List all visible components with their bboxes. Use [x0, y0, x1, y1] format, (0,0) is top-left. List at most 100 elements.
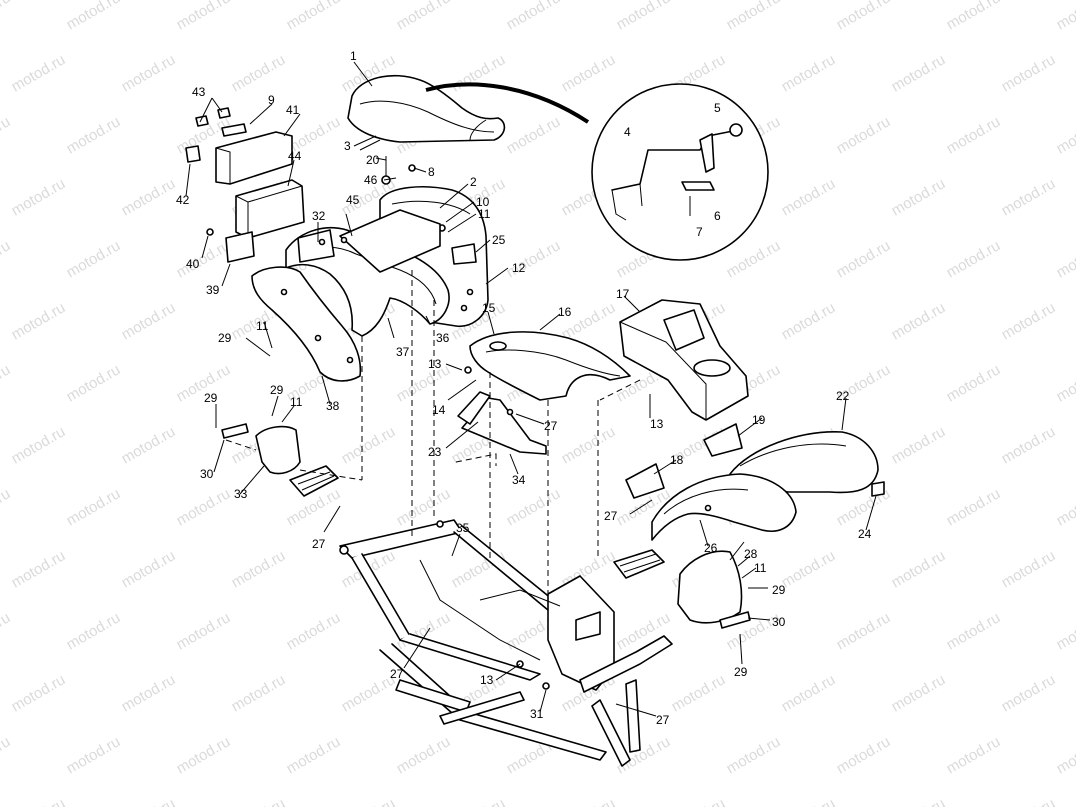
watermark-text: motod.ru: [889, 51, 949, 95]
callout-43: 43: [192, 85, 206, 99]
callout-35: 35: [456, 521, 470, 535]
watermark-text: motod.ru: [669, 671, 729, 715]
callout-labels: 1 2 3 4 5 6 7 8 9 10 11 11 11 11 12 13 1…: [176, 49, 872, 727]
watermark-text: motod.ru: [779, 795, 839, 807]
callout-14: 14: [432, 403, 446, 417]
watermark-text: motod.ru: [0, 237, 13, 281]
watermark-text: motod.ru: [779, 671, 839, 715]
watermark-text: motod.ru: [724, 0, 784, 33]
watermark-text: motod.ru: [1054, 113, 1076, 157]
watermark-text: motod.ru: [559, 51, 619, 95]
callout-17: 17: [616, 287, 630, 301]
callout-30b: 30: [772, 615, 786, 629]
watermark-text: motod.ru: [889, 175, 949, 219]
watermark-text: motod.ru: [724, 237, 784, 281]
callout-26: 26: [704, 541, 718, 555]
watermark-text: motod.ru: [779, 51, 839, 95]
watermark-text: motod.ru: [0, 113, 13, 157]
callout-11c: 11: [290, 395, 303, 409]
callout-12: 12: [512, 261, 526, 275]
watermark-text: motod.ru: [0, 733, 13, 777]
watermark-text: motod.ru: [284, 0, 344, 33]
watermark-text: motod.ru: [0, 361, 13, 405]
callout-19: 19: [752, 413, 766, 427]
callout-8: 8: [428, 165, 435, 179]
callout-18: 18: [670, 453, 684, 467]
callout-13b: 13: [650, 417, 664, 431]
right-fender: [625, 463, 797, 541]
watermark-text: motod.ru: [834, 609, 894, 653]
callout-42: 42: [176, 193, 190, 207]
watermark-text: motod.ru: [64, 361, 124, 405]
watermark-text: motod.ru: [999, 299, 1059, 343]
callout-1: 1: [350, 49, 357, 63]
watermark-text: motod.ru: [889, 671, 949, 715]
callout-9: 9: [268, 93, 275, 107]
watermark-text: motod.ru: [174, 237, 234, 281]
callout-29c: 29: [204, 391, 218, 405]
callout-30a: 30: [200, 467, 214, 481]
callout-7: 7: [696, 225, 703, 239]
watermark-text: motod.ru: [229, 671, 289, 715]
callout-39: 39: [206, 283, 220, 297]
callout-23: 23: [428, 445, 442, 459]
watermark-text: motod.ru: [9, 795, 69, 807]
watermark-text: motod.ru: [669, 795, 729, 807]
watermark-text: motod.ru: [394, 733, 454, 777]
callout-11d: 11: [754, 561, 767, 575]
mud-flaps-and-plates: [221, 423, 751, 629]
front-body-shell: [619, 299, 749, 421]
watermark-text: motod.ru: [504, 113, 564, 157]
callout-44: 44: [288, 149, 302, 163]
watermark-text: motod.ru: [449, 795, 509, 807]
callout-32: 32: [312, 209, 326, 223]
callout-27b: 27: [604, 509, 618, 523]
callout-33: 33: [234, 487, 248, 501]
callout-4: 4: [624, 125, 631, 139]
watermark-text: motod.ru: [119, 547, 179, 591]
watermark-text: motod.ru: [999, 671, 1059, 715]
callout-36: 36: [436, 331, 450, 345]
watermark-text: motod.ru: [174, 609, 234, 653]
center-side-panels: [457, 366, 547, 455]
watermark-text: motod.ru: [834, 733, 894, 777]
watermark-text: motod.ru: [229, 51, 289, 95]
callout-27d: 27: [390, 667, 404, 681]
watermark-text: motod.ru: [944, 113, 1004, 157]
watermark-text: motod.ru: [119, 671, 179, 715]
watermark-text: motod.ru: [889, 547, 949, 591]
watermark-text: motod.ru: [119, 423, 179, 467]
watermark-text: motod.ru: [834, 237, 894, 281]
fuel-tank-cover: [469, 331, 631, 401]
battery-box: [185, 107, 305, 263]
watermark-text: motod.ru: [9, 671, 69, 715]
watermark-text: motod.ru: [64, 609, 124, 653]
watermark-text: motod.ru: [9, 423, 69, 467]
watermark-text: motod.ru: [1054, 733, 1076, 777]
left-mud-flap: [251, 266, 362, 382]
watermark-text: motod.ru: [64, 237, 124, 281]
watermark-text: motod.ru: [119, 51, 179, 95]
callout-45: 45: [346, 193, 360, 207]
watermark-text: motod.ru: [339, 795, 399, 807]
watermark-text: motod.ru: [1054, 609, 1076, 653]
callout-31: 31: [530, 707, 544, 721]
watermark-text: motod.ru: [999, 175, 1059, 219]
watermark-text: motod.ru: [64, 113, 124, 157]
watermark-text: motod.ru: [64, 485, 124, 529]
watermark-text: motod.ru: [9, 547, 69, 591]
front-fender-body: [285, 209, 450, 337]
leader-lines: [185, 61, 877, 717]
watermark-text: motod.ru: [724, 733, 784, 777]
watermark-text: motod.ru: [999, 547, 1059, 591]
callout-29d: 29: [772, 583, 786, 597]
callout-10: 10: [476, 195, 490, 209]
watermark-text: motod.ru: [889, 299, 949, 343]
callout-22: 22: [836, 389, 850, 403]
watermark-text: motod.ru: [1054, 485, 1076, 529]
watermark-text: motod.ru: [999, 51, 1059, 95]
callout-29a: 29: [218, 331, 232, 345]
callout-13c: 13: [480, 673, 494, 687]
